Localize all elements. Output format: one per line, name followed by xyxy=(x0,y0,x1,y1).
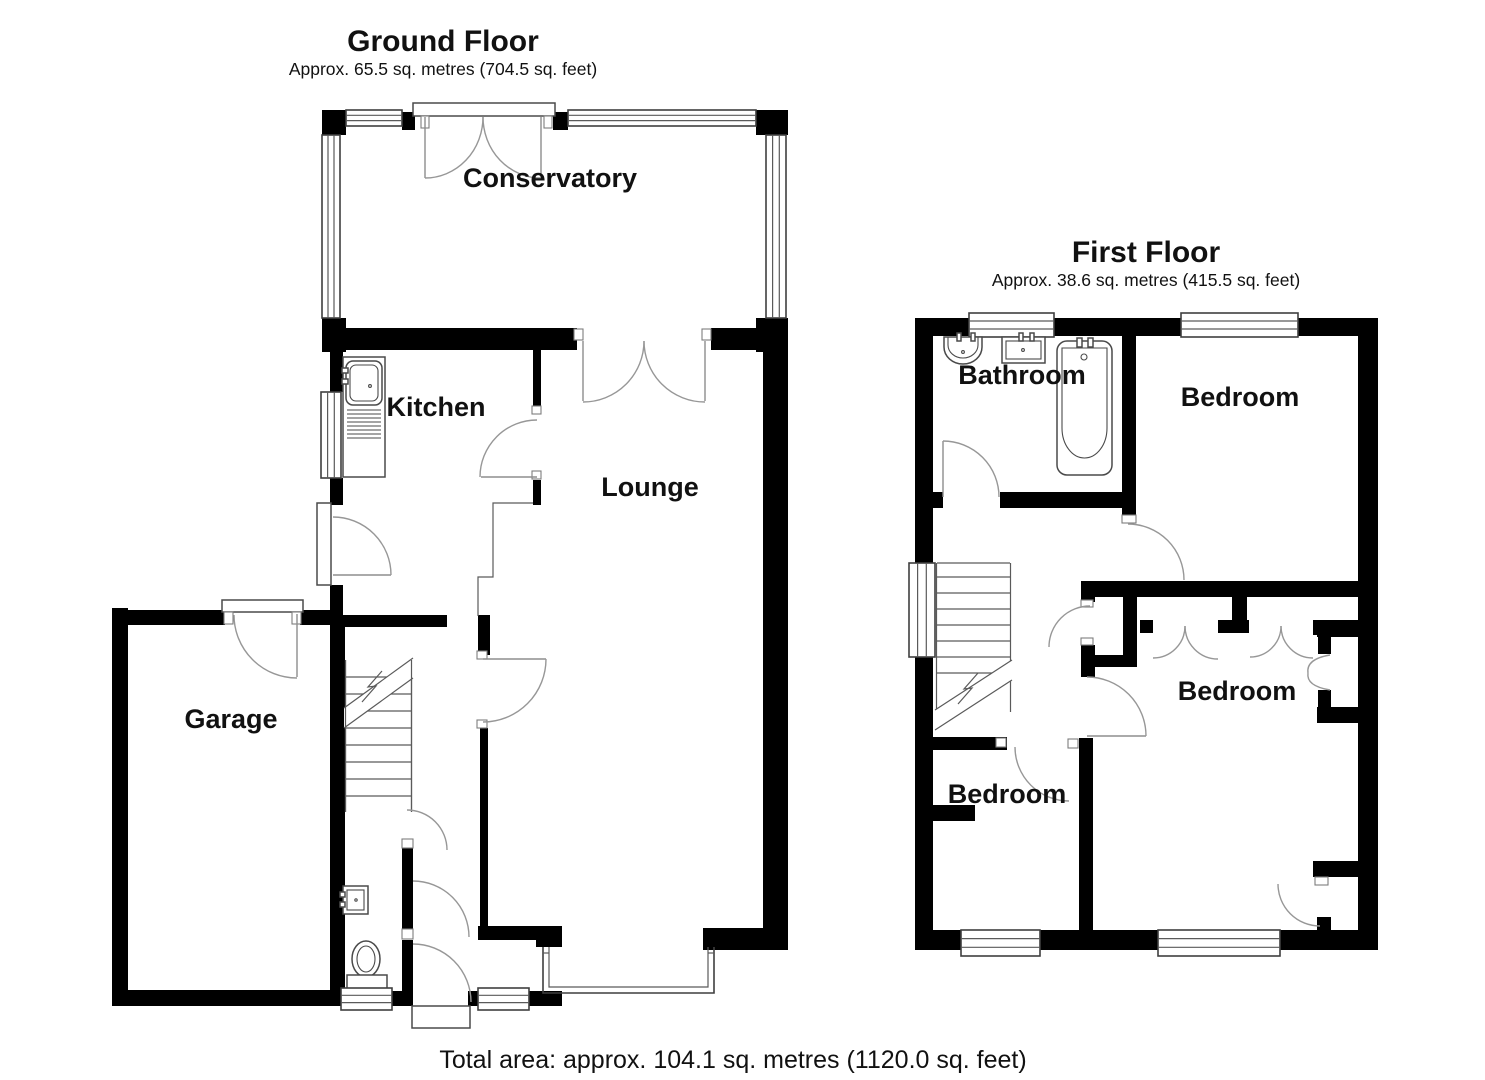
chimney-recess-lines xyxy=(477,502,533,616)
kitchen-sink-unit xyxy=(341,356,386,478)
toilet-icon xyxy=(346,940,388,993)
first-floor-outer-walls xyxy=(915,318,1378,950)
bedroom-top-door xyxy=(1121,514,1185,581)
room-label-bedroom-middle: Bedroom xyxy=(1178,676,1297,706)
kitchen-window xyxy=(320,391,342,479)
hall-lounge-door xyxy=(476,650,547,729)
bay-window xyxy=(542,947,715,994)
conservatory-window-right xyxy=(765,134,787,319)
conservatory-window-top-left xyxy=(345,109,403,127)
kitchen-side-door xyxy=(316,502,392,586)
corner-cupboard-door xyxy=(1277,876,1329,927)
conservatory-walls xyxy=(322,110,788,352)
wardrobe-doors-left xyxy=(1152,625,1219,660)
bedroom-top-window xyxy=(1180,312,1299,338)
hall-window xyxy=(477,987,530,1011)
bedroom-middle-door xyxy=(1086,676,1147,737)
drainer-hatch xyxy=(347,409,381,439)
first-floor-title: First Floor xyxy=(1072,236,1221,269)
wc-window xyxy=(340,987,393,1011)
room-label-bathroom: Bathroom xyxy=(958,360,1086,390)
bedroom-bottom-door xyxy=(995,737,1079,802)
conservatory-entrance-door xyxy=(412,102,556,179)
bedroom-middle-window xyxy=(1157,929,1281,957)
first-floor-area: Approx. 38.6 sq. metres (415.5 sq. feet) xyxy=(992,270,1300,290)
landing-cupboard-door xyxy=(1048,599,1094,648)
bathroom-window xyxy=(968,312,1055,338)
ground-floor-plan: Ground Floor Approx. 65.5 sq. metres (70… xyxy=(112,25,788,1029)
bedroom-bottom-window xyxy=(960,929,1041,957)
kitchen-lounge-door xyxy=(479,405,542,480)
ground-floor-area: Approx. 65.5 sq. metres (704.5 sq. feet) xyxy=(289,59,597,79)
conservatory-window-left xyxy=(321,134,341,319)
front-door xyxy=(401,880,472,1029)
house-walls xyxy=(330,320,788,1006)
first-floor-plan: First Floor Approx. 38.6 sq. metres (415… xyxy=(908,236,1378,957)
room-label-lounge: Lounge xyxy=(601,472,698,502)
room-label-garage: Garage xyxy=(184,704,277,734)
chimney-recess-doors xyxy=(1307,654,1331,691)
total-area-text: Total area: approx. 104.1 sq. metres (11… xyxy=(439,1046,1026,1074)
ground-floor-title: Ground Floor xyxy=(347,25,539,58)
conservatory-window-top-right xyxy=(567,109,757,127)
bathroom-corner-sink xyxy=(943,332,983,365)
bathroom-door xyxy=(942,440,1000,498)
room-label-kitchen: Kitchen xyxy=(386,392,485,422)
stairs-window xyxy=(908,562,936,658)
garage-door xyxy=(221,599,304,679)
first-floor-inner-walls xyxy=(920,336,1358,932)
wc-door xyxy=(401,809,448,851)
stairs-first-floor xyxy=(934,562,1013,731)
garage-walls xyxy=(112,608,345,1006)
lounge-french-doors xyxy=(573,328,712,403)
bathroom-sink xyxy=(1001,332,1046,364)
room-label-bedroom-top: Bedroom xyxy=(1181,382,1300,412)
room-label-conservatory: Conservatory xyxy=(463,163,637,193)
wc-sink xyxy=(339,885,369,915)
bathtub-icon xyxy=(1056,337,1113,476)
wardrobe-doors-right xyxy=(1249,625,1314,659)
room-label-bedroom-bottom: Bedroom xyxy=(948,779,1067,809)
stairs-ground-floor xyxy=(343,657,414,812)
